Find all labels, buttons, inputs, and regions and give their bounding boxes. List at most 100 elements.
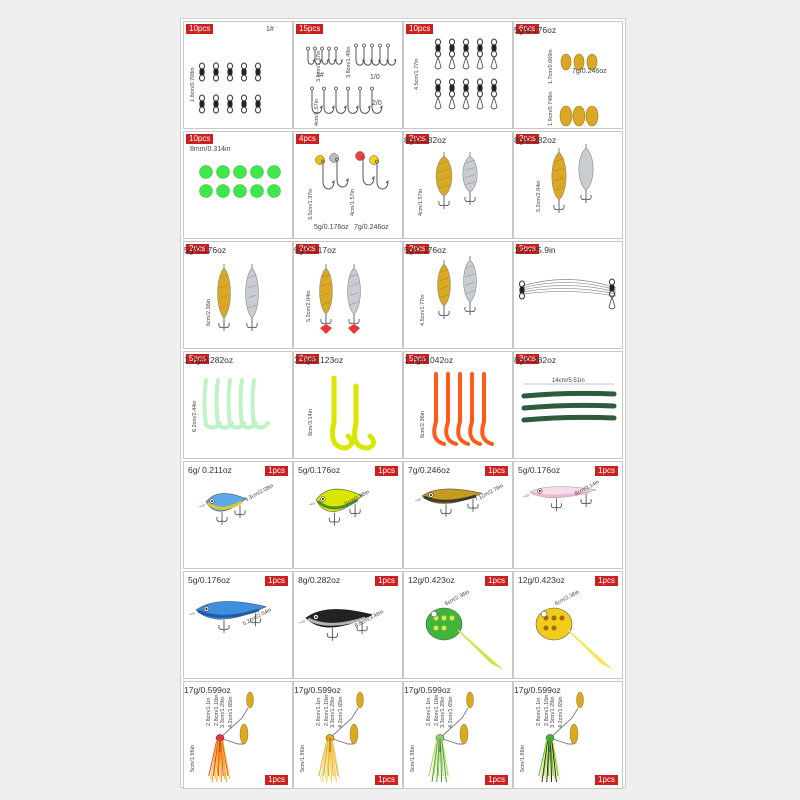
weight-label: 5g/0.176oz <box>404 245 447 255</box>
quantity-badge: 5pcs <box>186 354 209 364</box>
weight-label: 1.2g/0.042oz <box>404 355 454 365</box>
weight-label: 8g/0.282oz <box>404 135 447 145</box>
vib-bait-icon <box>298 609 373 641</box>
dimension-label: 4cm/1.57in <box>418 189 424 216</box>
dimension-label: 4.2cm/1.65in <box>558 696 564 729</box>
quantity-badge: 1pcs <box>595 466 618 476</box>
crankbait-icon <box>308 488 363 526</box>
dimension-label: 3.3cm/1.29in <box>550 696 556 729</box>
spoon-icon <box>551 144 594 213</box>
popper-icon <box>188 601 267 633</box>
dimension-label: 8cm/3.14in <box>308 409 314 436</box>
frog-icon <box>535 607 613 670</box>
weight-label: 6g/ 0.211oz <box>188 465 232 475</box>
weight-label: 17g/0.599oz <box>294 685 341 695</box>
weight-label: 8g/0.282oz <box>514 135 557 145</box>
quantity-badge: 1pcs <box>265 466 288 476</box>
wire-leader-icon <box>519 278 617 310</box>
quantity-badge: 5pcs <box>516 244 539 254</box>
extra-label: 5g/0.176oz <box>314 224 349 231</box>
weight-label: 5g/0.176oz <box>188 575 231 585</box>
weight-label: 17g/0.599oz <box>514 685 561 695</box>
dimension-label: 5cm/1.96in <box>190 745 196 772</box>
dimension-label: 4.5cm/1.77in <box>420 294 426 327</box>
quantity-badge: 1pcs <box>265 576 288 586</box>
pencil-bait-icon <box>414 488 483 518</box>
quantity-badge: 15pcs <box>296 24 324 34</box>
extra-label: 2/0 <box>372 100 382 107</box>
jig-head-icon <box>315 151 389 190</box>
dimension-label: 4.2cm/1.65in <box>228 696 234 729</box>
dimension-label: 5.2cm/2.04in <box>536 180 542 213</box>
dimension-label: 3.8cm/1.49in <box>346 46 352 79</box>
spoon-icon <box>319 264 361 334</box>
quantity-badge: 2pcs <box>296 244 319 254</box>
weight-label: 9g/0.317oz <box>294 245 337 255</box>
dimension-label: 2.8cm/1.1in <box>426 697 432 726</box>
weight-label: 8g/0.282oz <box>514 355 557 365</box>
extra-label: 14cm/5.51in <box>552 378 585 384</box>
dimension-label: 4cm/1.57in <box>350 189 356 216</box>
dimension-label: 2.8cm/1.1in <box>316 697 322 726</box>
quantity-badge: 2pcs <box>406 134 429 144</box>
extra-label: 1/0 <box>370 74 380 81</box>
swivel-icon <box>199 62 261 114</box>
bead-icon <box>199 165 281 198</box>
weight-label: 5g/0.176oz <box>518 465 561 475</box>
quantity-badge: 1pcs <box>485 466 508 476</box>
spinnerbait-icon <box>538 691 584 783</box>
minnow-icon <box>522 486 597 512</box>
quantity-badge: 2pcs <box>186 244 209 254</box>
quantity-badge: 6pcs <box>516 24 539 34</box>
dimension-label: 6cm/2.36in <box>420 411 426 438</box>
dimension-label: 1.8cm/0.708in <box>190 67 196 102</box>
hook-icon <box>306 43 397 114</box>
spoon-icon <box>217 264 259 331</box>
dimension-label: 3.3cm/1.29in <box>440 696 446 729</box>
quantity-badge: 10pcs <box>186 134 214 144</box>
quantity-badge: 1pcs <box>375 576 398 586</box>
dimension-label: 2.8cm/1.1in <box>536 697 542 726</box>
spinnerbait-icon <box>208 691 254 783</box>
quantity-badge: 1pcs <box>485 775 508 785</box>
extra-label: 7g/0.246oz <box>354 224 389 231</box>
product-cell-swivels: 10pcs 1.8cm/0.708in 1# <box>183 21 293 129</box>
weight-label: 5g/0.176oz <box>298 465 341 475</box>
quantity-badge: 2pcs <box>406 244 429 254</box>
quantity-badge: 10pcs <box>186 24 214 34</box>
quantity-badge: 1pcs <box>375 775 398 785</box>
extra-label: 1# <box>266 26 274 33</box>
grub-icon <box>202 378 270 430</box>
quantity-badge: 1pcs <box>485 576 508 586</box>
weight-label: 12g/0.423oz <box>518 575 565 585</box>
stick-worm-icon <box>521 383 617 423</box>
sinker-icon <box>559 53 599 127</box>
dimension-label: 5cm/1.96in <box>300 745 306 772</box>
quantity-badge: 3pcs <box>516 354 539 364</box>
spinnerbait-icon <box>428 691 474 783</box>
dimension-label: 3.3cm/1.29in <box>220 696 226 729</box>
spoon-icon <box>435 152 478 209</box>
curly-tail-icon <box>330 375 376 451</box>
quantity-badge: 1pcs <box>595 775 618 785</box>
crankbait-icon <box>198 493 247 525</box>
quantity-badge: 10pcs <box>406 24 434 34</box>
